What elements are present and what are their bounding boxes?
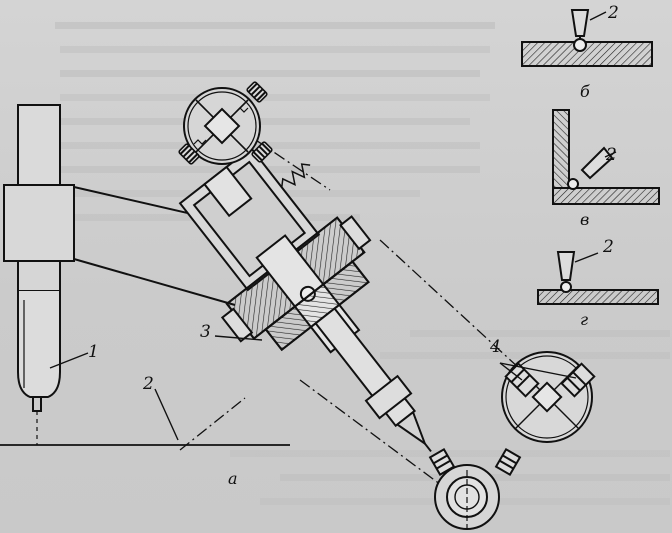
panel-label-a: а: [228, 469, 238, 488]
label-part-2-v: 2: [605, 145, 617, 165]
label-part-3: 3: [200, 322, 211, 342]
label-part-2-b: 2: [607, 3, 619, 23]
angled-torch-head: [178, 146, 432, 453]
panel-label-b: б: [580, 82, 590, 101]
sensor-section-top: [177, 80, 274, 166]
leader-lines: [49, 335, 577, 441]
welding-head-assembly: [0, 104, 293, 446]
panel-label-g: г: [580, 310, 588, 329]
joint-detail-b: [521, 9, 653, 67]
joint-detail-g: [537, 251, 659, 305]
sensor-section-bottom: [428, 447, 522, 530]
label-part-4: 4: [489, 337, 501, 357]
label-part-2-main: 2: [142, 374, 154, 394]
joint-detail-v: [552, 109, 660, 205]
bleed-through-text: [55, 22, 670, 505]
label-part-2-g: 2: [602, 237, 614, 257]
panel-label-v: в: [580, 210, 589, 229]
label-part-1: 1: [88, 342, 99, 362]
sensor-section-right: [501, 351, 596, 443]
